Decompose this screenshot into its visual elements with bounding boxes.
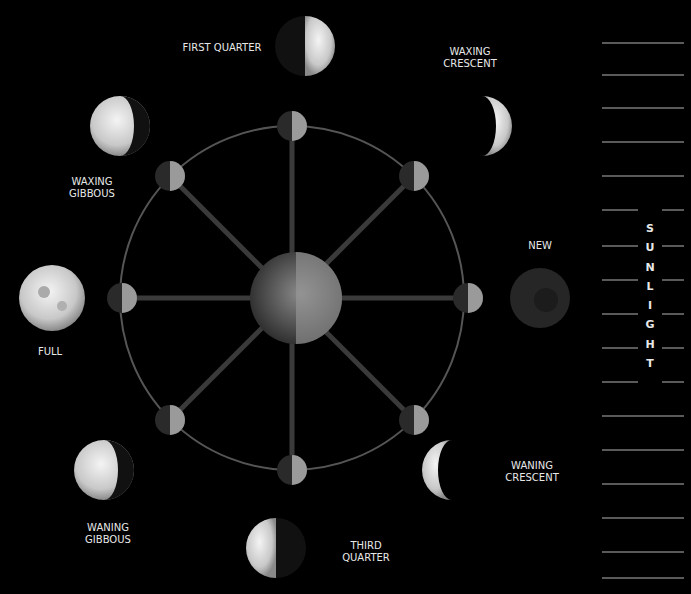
sunlight-label: SUNLIGHT [645, 219, 656, 373]
phase-label: WAXING CRESCENT [429, 46, 511, 71]
phase-label: WANING CRESCENT [490, 460, 574, 485]
phase-label: WANING GIBBOUS [68, 522, 148, 547]
phase-label: THIRD QUARTER [326, 540, 406, 565]
phase-label: FULL [25, 346, 75, 359]
phase-label: FIRST QUARTER [182, 42, 262, 55]
phase-label: NEW [515, 240, 565, 253]
phase-label: WAXING GIBBOUS [51, 176, 133, 201]
